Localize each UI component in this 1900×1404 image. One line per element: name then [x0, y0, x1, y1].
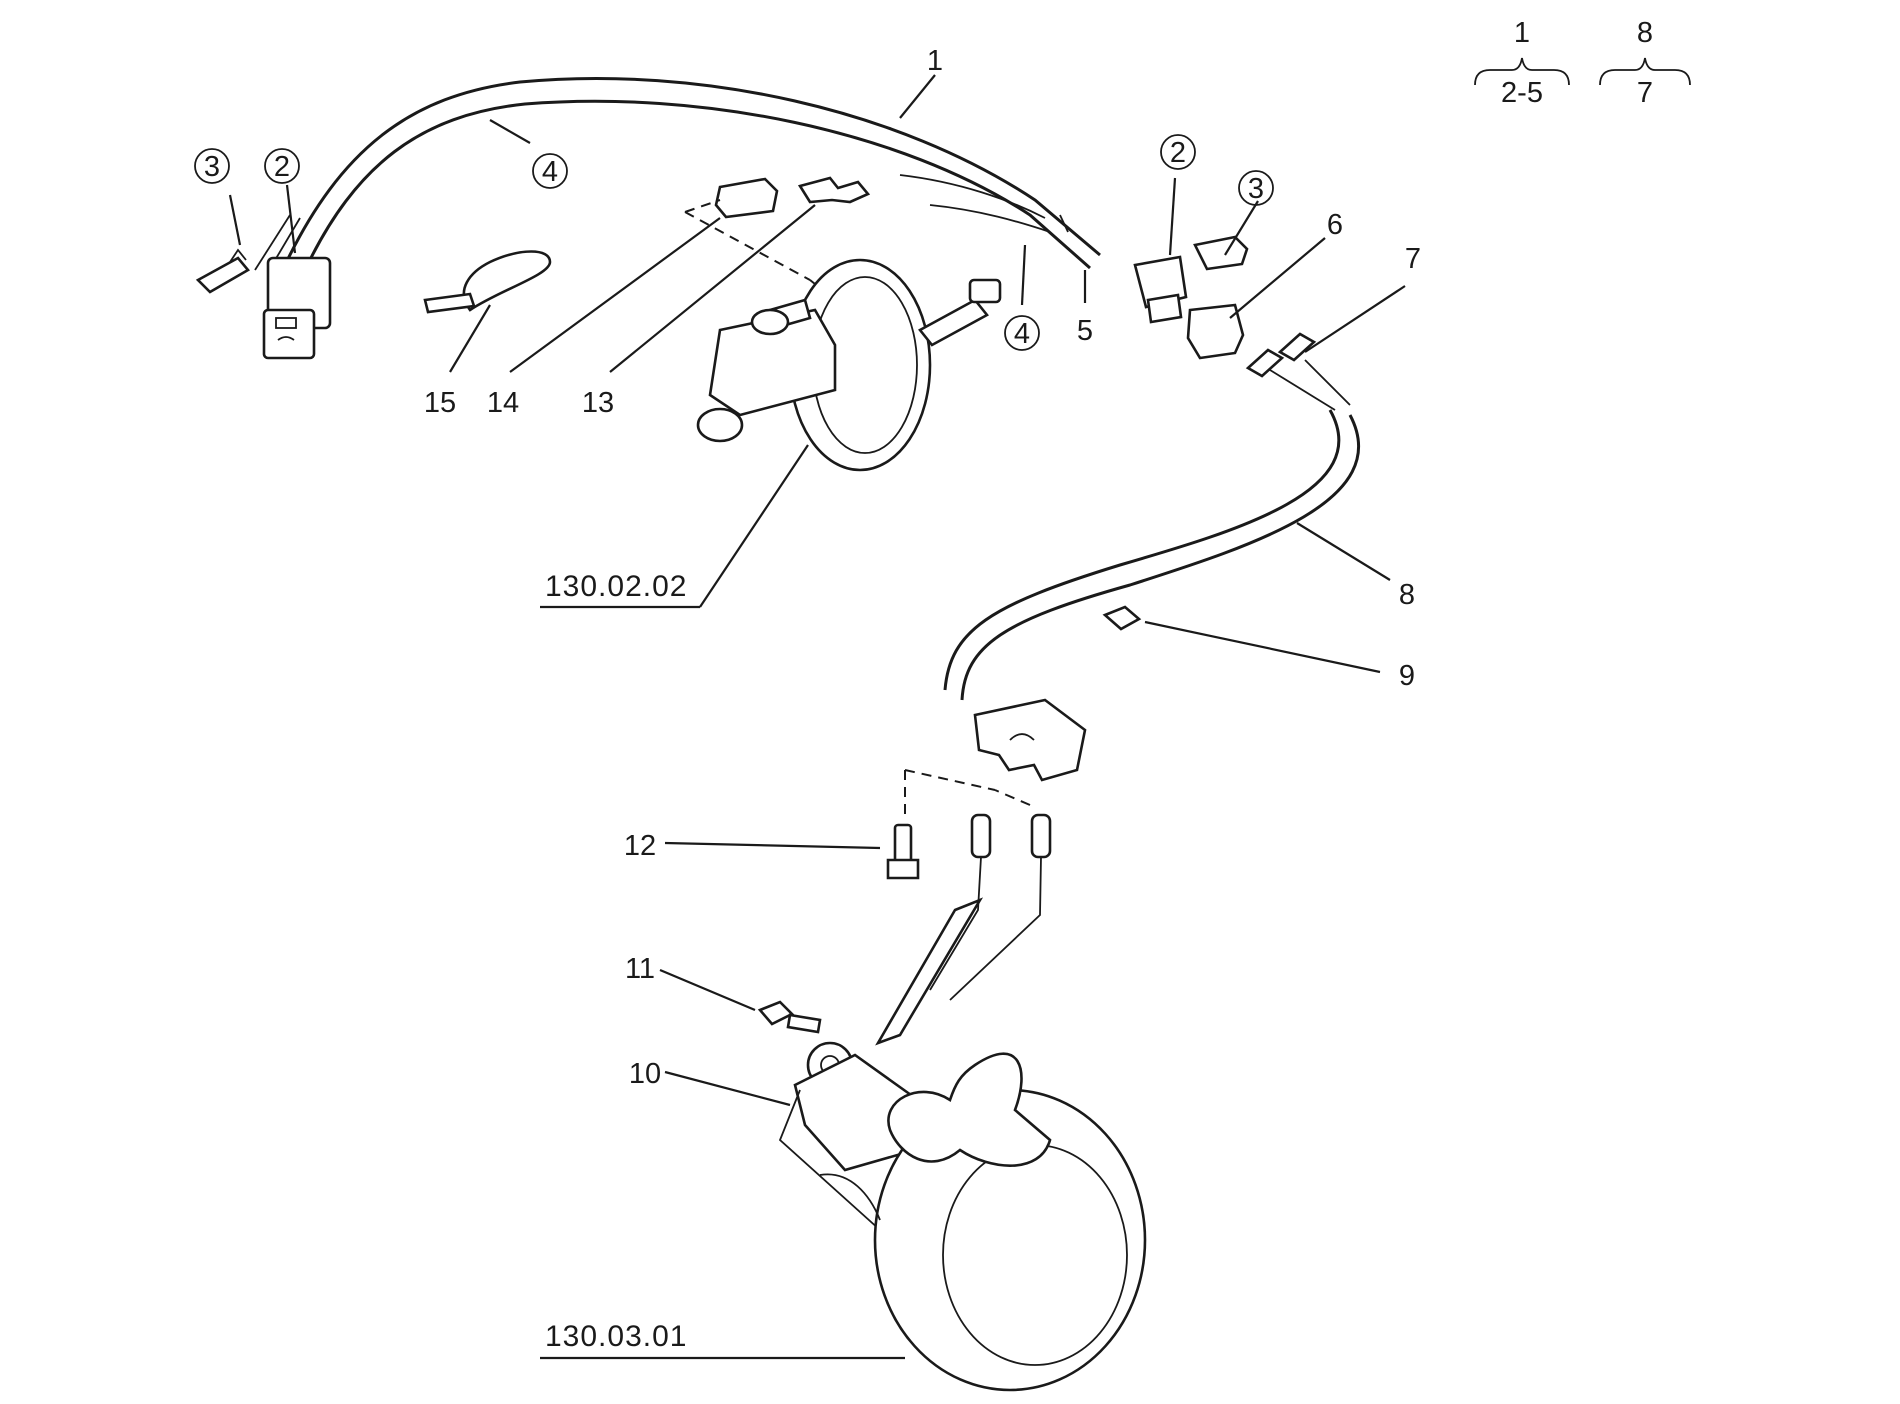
label-4-lower: 4	[1014, 318, 1030, 350]
clip-9	[1102, 605, 1142, 631]
label-2-left: 2	[274, 151, 290, 183]
label-8: 8	[1399, 579, 1415, 611]
sensor-bracket	[778, 1041, 927, 1231]
terminal-13	[797, 176, 871, 204]
cable-tie	[423, 250, 552, 314]
group-bracket-2: 8 7	[1599, 17, 1691, 109]
sensor-cable	[943, 359, 1360, 782]
group-2-top: 8	[1637, 17, 1653, 49]
label-13: 13	[582, 387, 614, 419]
label-12: 12	[624, 830, 656, 862]
brake-disc	[819, 1052, 1147, 1392]
callout-circles	[194, 134, 1274, 351]
upper-harness	[254, 76, 1101, 273]
label-7: 7	[1405, 243, 1421, 275]
label-4-upper: 4	[542, 156, 558, 188]
reference-brake-disc: 130.03.01	[545, 1320, 687, 1353]
leader-lines	[228, 74, 1406, 1360]
brake-booster	[696, 258, 1002, 472]
label-5: 5	[1077, 315, 1093, 347]
group-bracket-1: 1 2-5	[1474, 17, 1570, 109]
left-connector	[262, 256, 332, 360]
reference-brake-booster: 130.02.02	[545, 570, 687, 603]
bolt-11	[757, 1000, 822, 1034]
right-terminal	[1193, 235, 1249, 271]
label-2-right: 2	[1170, 137, 1186, 169]
plug-14	[714, 177, 779, 219]
label-1: 1	[927, 45, 943, 77]
bolt-12	[886, 823, 920, 880]
group-1-top: 1	[1514, 17, 1530, 49]
label-14: 14	[487, 387, 519, 419]
label-15: 15	[424, 387, 456, 419]
group-1-bottom: 2-5	[1501, 77, 1543, 109]
label-3-left: 3	[204, 151, 220, 183]
label-6: 6	[1327, 209, 1343, 241]
group-2-bottom: 7	[1637, 77, 1653, 109]
label-3-right: 3	[1248, 173, 1264, 205]
label-10: 10	[629, 1058, 661, 1090]
left-terminal	[195, 248, 250, 294]
plugs-7	[1245, 332, 1317, 378]
label-9: 9	[1399, 660, 1415, 692]
right-connector	[1133, 255, 1188, 324]
cover-6	[1186, 303, 1245, 360]
sensor-leads	[875, 813, 1052, 1046]
label-11: 11	[625, 953, 655, 985]
